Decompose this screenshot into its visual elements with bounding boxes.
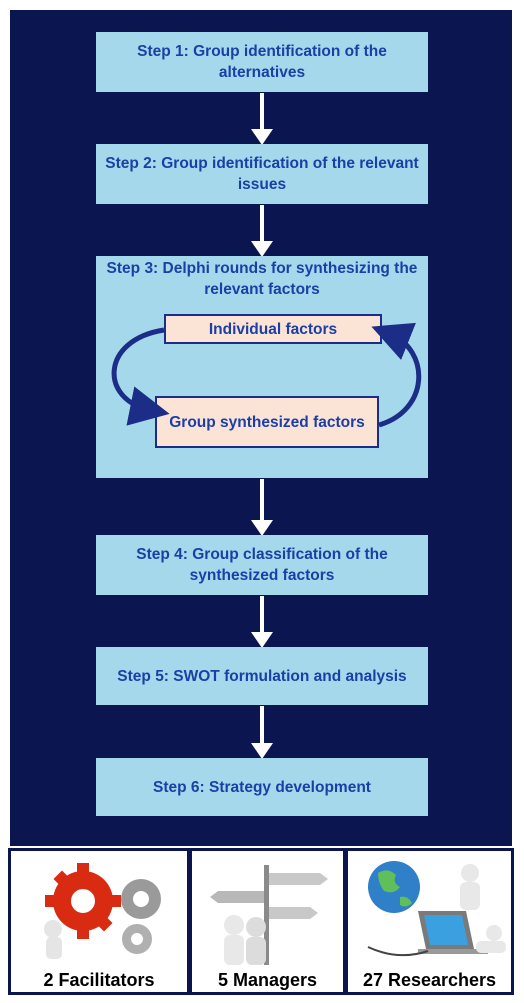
step-2-label: Step 2: Group identification of the rele… [105,155,419,193]
step-4-box: Step 4: Group classification of the synt… [96,535,428,595]
arrow-1-2 [251,93,273,145]
step-6-box: Step 6: Strategy development [96,758,428,816]
managers-label: 5 Managers [217,970,318,990]
researchers-label: 27 Researchers [362,970,497,990]
facilitators-label: 2 Facilitators [43,970,155,990]
individual-factors-box: Individual factors [164,314,382,344]
arrow-3-4 [251,479,273,536]
globe-laptop-icon [367,861,506,957]
arrow-2-3 [251,205,273,257]
managers-card: 5 Managers [191,850,344,993]
signpost-icon [210,865,328,965]
arrow-5-6 [251,706,273,759]
group-synthesized-factors-box: Group synthesized factors [155,396,379,448]
step-3-label: Step 3: Delphi rounds for synthesizing t… [106,260,418,298]
step-1-label: Step 1: Group identification of the alte… [137,43,387,81]
individual-factors-label: Individual factors [208,320,338,338]
arrow-4-5 [251,596,273,648]
step-6-label: Step 6: Strategy development [153,778,371,796]
step-4-label: Step 4: Group classification of the synt… [136,546,388,584]
participants-row: 2 Facilitators 5 Managers [8,848,514,995]
gears-icon [44,863,161,959]
group-synthesized-factors-label: Group synthesized factors [169,413,365,431]
step-1-box: Step 1: Group identification of the alte… [96,32,428,92]
step-5-box: Step 5: SWOT formulation and analysis [96,647,428,705]
step-2-box: Step 2: Group identification of the rele… [96,144,428,204]
facilitators-card: 2 Facilitators [10,850,188,993]
researchers-card: 27 Researchers [347,850,512,993]
step-5-label: Step 5: SWOT formulation and analysis [117,667,407,685]
